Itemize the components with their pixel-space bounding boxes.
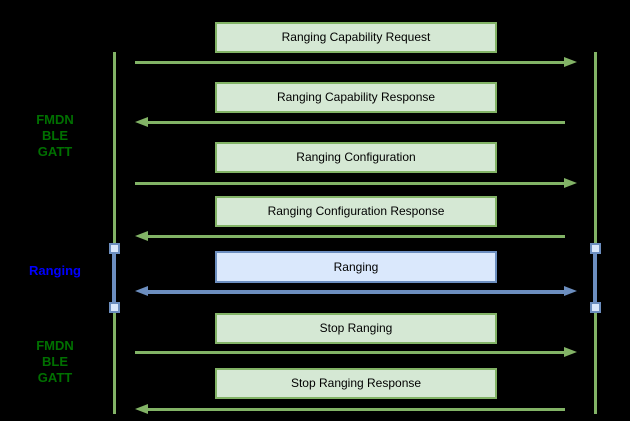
- message-box-ranging-configuration-response: Ranging Configuration Response: [215, 196, 497, 227]
- side-label-line: BLE: [42, 354, 68, 369]
- arrow-ranging-configuration-response: [135, 231, 577, 242]
- arrow-line: [148, 235, 565, 238]
- arrow-line: [148, 408, 565, 411]
- arrow-head-right-icon: [564, 178, 577, 188]
- side-label-line: GATT: [37, 370, 73, 385]
- side-label-fmdn-ble-gatt-bottom: FMDN BLE GATT: [5, 338, 105, 386]
- arrow-head-left-icon: [135, 286, 148, 296]
- side-label-line: FMDN: [36, 112, 74, 127]
- side-label-line: Ranging: [29, 263, 81, 278]
- activation-marker-right-bottom: [590, 302, 601, 313]
- arrow-head-right-icon: [564, 347, 577, 357]
- message-box-stop-ranging: Stop Ranging: [215, 313, 497, 344]
- arrow-ranging-capability-request: [135, 57, 577, 68]
- side-label-ranging: Ranging: [5, 263, 105, 279]
- arrow-head-right-icon: [564, 286, 577, 296]
- message-box-ranging: Ranging: [215, 251, 497, 283]
- arrow-ranging-bidirectional: [135, 286, 577, 297]
- arrow-head-left-icon: [135, 117, 148, 127]
- arrow-ranging-capability-response: [135, 117, 577, 128]
- arrow-line: [135, 182, 564, 185]
- side-label-line: BLE: [42, 128, 68, 143]
- arrow-line: [148, 121, 565, 124]
- arrow-head-right-icon: [564, 57, 577, 67]
- arrow-stop-ranging-response: [135, 404, 577, 415]
- side-label-fmdn-ble-gatt-top: FMDN BLE GATT: [5, 112, 105, 160]
- arrow-ranging-configuration: [135, 178, 577, 189]
- arrow-stop-ranging: [135, 347, 577, 358]
- message-box-ranging-capability-response: Ranging Capability Response: [215, 82, 497, 113]
- arrow-line: [135, 61, 564, 64]
- arrow-head-left-icon: [135, 231, 148, 241]
- activation-marker-right-top: [590, 243, 601, 254]
- message-box-stop-ranging-response: Stop Ranging Response: [215, 368, 497, 399]
- ranging-session-segment-right: [593, 246, 597, 310]
- arrow-line: [135, 351, 564, 354]
- lifeline-right: [594, 52, 597, 414]
- lifeline-left: [113, 52, 116, 414]
- ranging-session-segment-left: [112, 246, 116, 310]
- activation-marker-left-top: [109, 243, 120, 254]
- message-box-ranging-capability-request: Ranging Capability Request: [215, 22, 497, 53]
- side-label-line: FMDN: [36, 338, 74, 353]
- activation-marker-left-bottom: [109, 302, 120, 313]
- arrow-line: [148, 289, 564, 294]
- arrow-head-left-icon: [135, 404, 148, 414]
- side-label-line: GATT: [37, 144, 73, 159]
- message-box-ranging-configuration: Ranging Configuration: [215, 142, 497, 173]
